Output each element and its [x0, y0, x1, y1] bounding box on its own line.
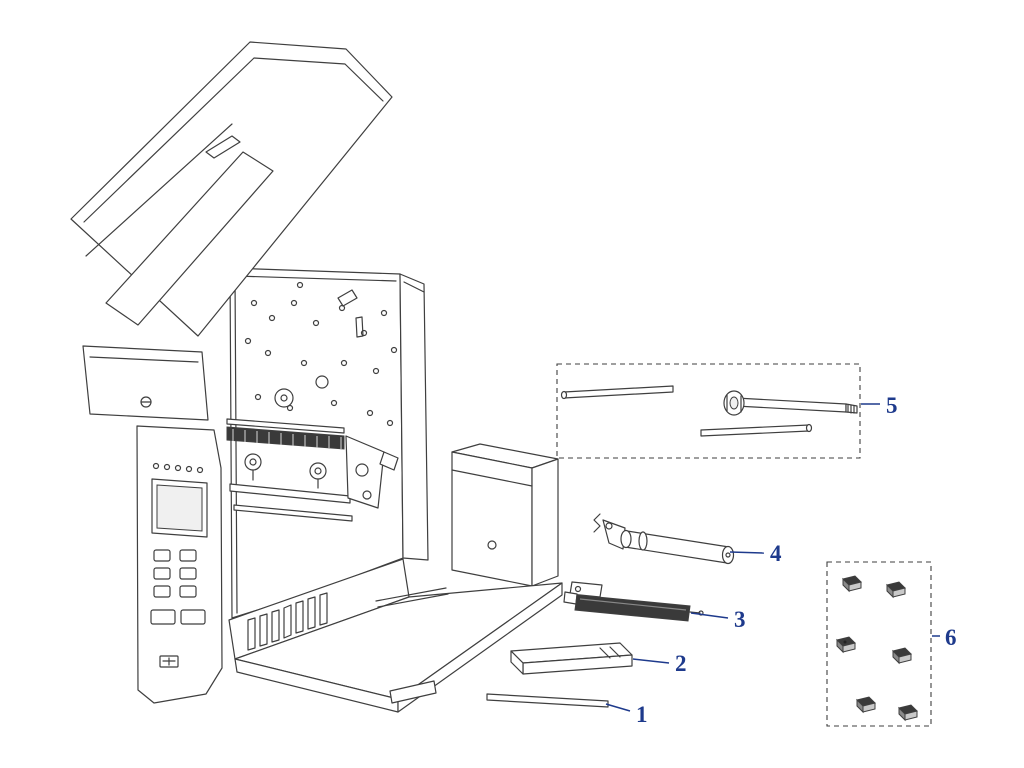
right-side-wall	[399, 273, 429, 561]
vent-slots	[247, 592, 328, 651]
part-2-plate	[510, 642, 633, 675]
spindle-rod-knob	[723, 390, 858, 416]
status-leds	[152, 462, 204, 474]
part-3-printhead	[563, 581, 704, 622]
clip-1	[842, 575, 862, 593]
clip-2	[886, 581, 906, 599]
part-4-roller-assembly	[593, 513, 735, 565]
media-cover-lid	[70, 41, 393, 337]
part-6-hardware-kit	[826, 561, 932, 727]
leader-line-1	[605, 703, 631, 712]
spindle-rod-top	[560, 385, 674, 400]
clip-6	[898, 704, 918, 722]
part-5-box	[556, 363, 861, 459]
clip-4	[892, 647, 912, 665]
callout-5: 5	[886, 393, 898, 418]
callout-3: 3	[734, 607, 746, 632]
callout-2: 2	[675, 651, 687, 676]
callout-4: 4	[770, 541, 782, 566]
leader-line-2	[632, 658, 670, 664]
panel-buttons	[150, 549, 206, 625]
leader-line-3	[690, 612, 729, 619]
part-1-strip	[486, 693, 609, 708]
clip-5	[856, 696, 876, 714]
usb-port	[159, 655, 179, 668]
printer-illustration	[70, 41, 563, 713]
clip-3	[836, 636, 856, 654]
part-5-spindle-kit	[556, 363, 861, 459]
media-hanger	[451, 443, 559, 587]
lid-handle	[205, 135, 241, 159]
lid-window	[105, 151, 274, 326]
print-mechanism	[226, 418, 399, 522]
callout-1: 1	[636, 702, 648, 727]
release-lever	[337, 289, 358, 307]
leader-line-4	[729, 551, 765, 554]
spindle-rod-bottom	[700, 423, 813, 437]
front-left-panel	[82, 345, 209, 421]
control-panel	[136, 425, 223, 704]
callouts: 1 2 3 4 5 6	[605, 393, 957, 727]
printer-base	[228, 558, 563, 713]
callout-6: 6	[945, 625, 957, 650]
part-6-box	[826, 561, 932, 727]
